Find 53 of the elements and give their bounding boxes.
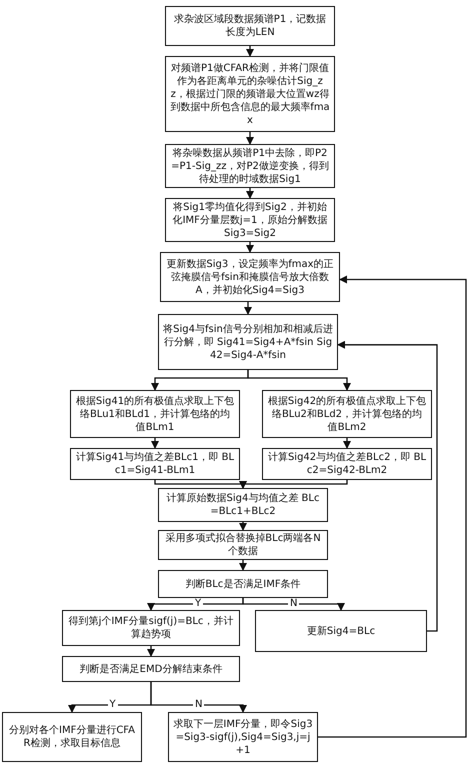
arrow: [318, 276, 467, 738]
arrow: [337, 340, 438, 632]
process-box: [262, 448, 432, 480]
process-box: [165, 56, 335, 132]
arrow: [239, 480, 348, 489]
process-box: [158, 314, 338, 370]
process-box: [62, 610, 240, 646]
process-box: [70, 448, 240, 480]
step-text: 将Sig4与fsin信号分别相加和相减后进行分解，即 Sig41=Sig4+A*fsin Sig42=Sig4-A*fsin: [163, 322, 333, 362]
step-text: 判断BLc是否满足IMF条件: [185, 578, 301, 590]
step-text: 将杂噪数据从频谱P1中去除，即P2=P1-Sig_zz，对P2做逆变换，得到待处理的时域数据Sig1: [170, 146, 330, 186]
arrow: [343, 438, 351, 449]
arrow: [239, 522, 247, 531]
process-box: [158, 530, 328, 560]
step-text: 求取下一层IMF分量，即令Sig3=Sig3-sigf(j),Sig4=Sig3,j=j+1: [173, 718, 313, 756]
step-text: 计算Sig42与均值之差BLc2，即 BLc2=Sig42-BLm2: [267, 451, 427, 477]
arrow: [147, 646, 155, 657]
step-text: 采用多项式拟合替换掉BLc两端各N个数据: [164, 532, 322, 558]
step-text: 对频谱P1做CFAR检测，并将门限值作为各距离单元的杂噪估计Sig_zz，根据过门限的频谱最大位置wz得到数据中所包含信息的最大频率fmax: [170, 62, 330, 126]
process-box: [168, 712, 318, 762]
step-text: 判断是否满足EMD分解结束条件: [80, 662, 222, 676]
process-box: [160, 252, 340, 302]
process-box: [165, 198, 335, 242]
arrow: [247, 370, 351, 391]
edge-label: N: [288, 598, 300, 609]
arrow: [246, 46, 254, 57]
process-box: [165, 6, 335, 46]
step-text: 将Sig1零均值化得到Sig2，并初始化IMF分量层数j=1，原始分解数据Sig3=Sig2: [172, 200, 328, 240]
step-text: 分别对各个IMF分量进行CFAR检测，求取目标信息: [8, 724, 136, 750]
step-text: 根据Sig41的所有极值点求取上下包络BLu1和BLd1，并计算包络的均值BLm1: [75, 394, 235, 434]
edge-label: Y: [193, 598, 204, 609]
arrow: [246, 188, 254, 199]
step-text: 根据Sig42的所有极值点求取上下包络BLu2和BLd2，并计算包络的均值BLm2: [267, 394, 427, 434]
arrow: [150, 682, 247, 713]
arrow: [246, 242, 254, 253]
arrow: [239, 560, 247, 571]
process-box: [62, 656, 240, 682]
step-text: 计算Sig41与均值之差BLc1，即 BLc1=Sig41-BLm1: [75, 451, 235, 477]
step-text: 得到第j个IMF分量sigf(j)=BLc，并计算趋势项: [68, 615, 234, 641]
arrow: [244, 302, 252, 315]
step-text: 求杂波区域段数据频谱P1，记数据长度为LEN: [172, 13, 328, 39]
process-box: [255, 610, 427, 652]
process-box: [158, 570, 328, 598]
arrow: [246, 132, 254, 145]
step-text: 更新数据Sig3，设定频率为fmax的正弦掩膜信号fsin和掩膜信号放大倍数A，并初始化Sig4=Sig3: [165, 258, 335, 296]
arrow: [242, 598, 345, 611]
process-box: [2, 712, 142, 762]
edge-label: Y: [108, 699, 118, 710]
arrow: [151, 438, 159, 449]
edge-label: N: [193, 699, 204, 710]
process-box: [158, 488, 328, 522]
step-text: 计算原始数据Sig4与均值之差 BLc=BLc1+BLc2: [166, 492, 320, 518]
step-text: 更新Sig4=BLc: [306, 624, 376, 638]
